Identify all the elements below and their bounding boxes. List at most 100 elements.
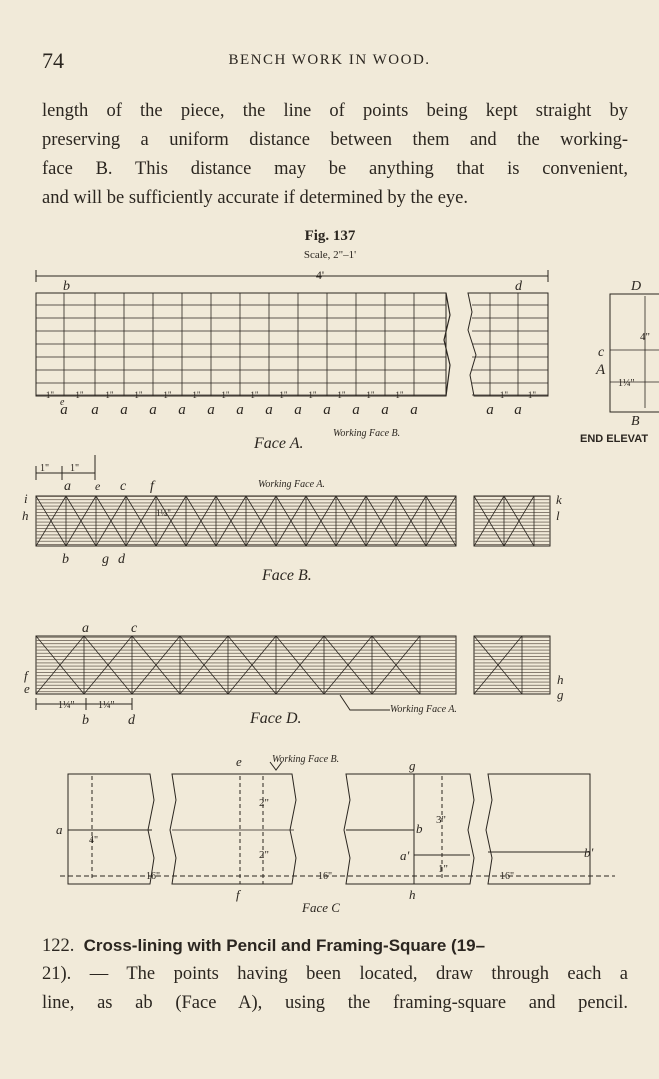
face-c-letter-e: e xyxy=(236,754,242,769)
face-c-working-face: Working Face B. xyxy=(272,754,339,765)
section-number: 122. xyxy=(42,936,75,956)
page-number: 74 xyxy=(42,48,64,73)
face-d-letter-h: h xyxy=(557,672,564,687)
face-a-spacing: 1" xyxy=(528,390,537,400)
face-d-letter-e: e xyxy=(24,681,30,696)
figure-line xyxy=(323,635,373,695)
figure-line xyxy=(395,495,427,547)
face-b-working-face: Working Face A. xyxy=(258,479,325,490)
face-d-caption: Face D. xyxy=(249,710,302,727)
face-a-spacing: 1" xyxy=(395,390,404,400)
face-c-dim-3: 3" xyxy=(436,814,446,826)
face-a-point-a: a xyxy=(60,402,68,418)
face-d-letter-a: a xyxy=(82,621,89,636)
figure-line xyxy=(95,495,127,547)
face-a-letter-e: e xyxy=(60,397,65,408)
figure-line xyxy=(185,495,217,547)
face-b-dim-1b: 1" xyxy=(70,463,79,474)
face-c-letter-g: g xyxy=(409,758,416,773)
text-line: and will be sufficiently accurate if det… xyxy=(42,188,469,208)
face-b-diagram xyxy=(35,455,551,547)
face-b-letter-f: f xyxy=(150,479,156,494)
face-d-letter-d: d xyxy=(128,713,136,728)
face-b-letter-k: k xyxy=(556,492,562,507)
end-elevation-d: D xyxy=(630,279,641,294)
text-line: length of the piece, the line of points … xyxy=(42,101,628,121)
face-a-spacing: 1" xyxy=(221,390,230,400)
face-c-dim-1: 1" xyxy=(438,863,448,875)
face-b-letter-c: c xyxy=(120,479,127,494)
face-c-diagram xyxy=(60,761,615,885)
figure-scale: Scale, 2"–1' xyxy=(304,249,356,261)
face-c-dim-2-top: 2" xyxy=(259,797,269,809)
face-a-point-a: a xyxy=(265,402,273,418)
face-b-letter-b: b xyxy=(62,552,69,567)
face-a-spacing: 1" xyxy=(75,390,84,400)
face-a-caption: Face A. xyxy=(253,435,303,452)
face-d-dim-1: 1¼" xyxy=(58,700,75,711)
figure-line xyxy=(215,495,247,547)
face-b-dim-quarter: 1¼" xyxy=(156,508,171,518)
figure-line xyxy=(275,495,307,547)
end-elevation-c: c xyxy=(598,345,605,360)
end-elevation-width: 1¼" xyxy=(618,378,635,389)
section-title: Cross-lining with Pencil and Framing-Squ… xyxy=(83,936,486,955)
face-b-letter-a: a xyxy=(64,479,71,494)
face-a-point-a: a xyxy=(323,402,331,418)
face-a-point-a: a xyxy=(294,402,302,418)
section-heading-line: 122. Cross-lining with Pencil and Framin… xyxy=(42,931,628,960)
figure-line xyxy=(35,495,67,547)
face-a-diagram xyxy=(35,270,549,397)
face-c-letter-a: a xyxy=(56,822,63,837)
text-line: preserving a uniform distance between th… xyxy=(42,130,628,150)
figure-line xyxy=(83,635,133,695)
face-b-letter-h: h xyxy=(22,508,29,523)
end-elevation-height: 4" xyxy=(640,331,650,343)
figure-title: Fig. 137 xyxy=(305,228,356,244)
face-a-point-a: a xyxy=(514,402,522,418)
end-elevation-caption: END ELEVAT xyxy=(580,433,648,445)
face-c-dim-16c: 16" xyxy=(500,871,514,882)
face-d-letter-g: g xyxy=(557,687,564,702)
figure-line xyxy=(335,495,367,547)
figure-line xyxy=(305,495,337,547)
figure-line xyxy=(371,635,421,695)
figure-line xyxy=(275,635,325,695)
face-a-point-a: a xyxy=(381,402,389,418)
face-c-dim-16a: 16" xyxy=(146,871,160,882)
figure-line xyxy=(365,495,397,547)
face-b-letter-g: g xyxy=(102,552,109,567)
face-c-letter-a-prime: a' xyxy=(400,848,410,863)
face-a-spacing: 1" xyxy=(46,390,55,400)
face-a-spacing: 1" xyxy=(279,390,288,400)
face-d-letter-b: b xyxy=(82,713,89,728)
face-a-spacing: 1" xyxy=(163,390,172,400)
face-b-dim-1: 1" xyxy=(40,463,49,474)
face-d-working-face: Working Face A. xyxy=(390,704,457,715)
face-a-point-a: a xyxy=(120,402,128,418)
face-a-spacing: 1" xyxy=(250,390,259,400)
figure-line xyxy=(35,635,85,695)
figure-line xyxy=(227,635,277,695)
face-a-spacing: 1" xyxy=(308,390,317,400)
face-b-caption: Face B. xyxy=(261,567,312,584)
face-a-point-a: a xyxy=(236,402,244,418)
face-b-letter-i: i xyxy=(24,491,28,506)
face-c-letter-b-prime: b' xyxy=(584,845,594,860)
face-a-spacing: 1" xyxy=(366,390,375,400)
face-a-spacing: 1" xyxy=(337,390,346,400)
figure-line xyxy=(125,495,157,547)
figure-line xyxy=(155,495,187,547)
face-a-letter-d: d xyxy=(515,279,523,294)
text-line: line, as ab (Face A), using the framing-… xyxy=(42,993,628,1013)
face-a-point-a: a xyxy=(91,402,99,418)
end-elevation-a: A xyxy=(595,362,606,378)
face-a-point-a: a xyxy=(352,402,360,418)
face-a-letter-b: b xyxy=(63,279,70,294)
face-a-point-a: a xyxy=(486,402,494,418)
figure-line xyxy=(245,495,277,547)
face-a-point-a: a xyxy=(149,402,157,418)
face-c-letter-h: h xyxy=(409,887,416,902)
figure-line xyxy=(503,495,535,547)
